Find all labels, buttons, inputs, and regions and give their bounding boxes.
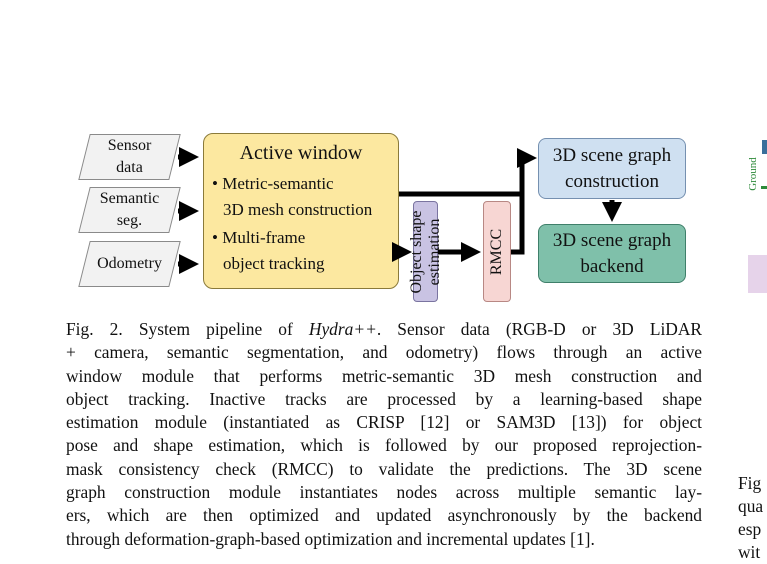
adjacent-figure-fragment: [762, 140, 767, 154]
caption-line: through deformation-graph-based optimiza…: [66, 528, 595, 549]
caption-line: object tracking. Inactive tracks are pro…: [66, 388, 702, 409]
caption-line: estimation module (instantiated as CRISP…: [66, 412, 702, 433]
active-window-title: Active window: [239, 142, 363, 164]
line-rmcc-to-junction: [511, 192, 525, 255]
caption-line: ers, which are then optimized and update…: [66, 505, 702, 526]
input-odometry: Odometry: [78, 241, 181, 287]
rmcc-box: RMCC: [483, 201, 511, 302]
adjacent-caption-fragment: qua: [738, 496, 764, 516]
adjacent-caption-fragment: wit: [738, 542, 761, 562]
caption-line: pose and shape estimation, which is foll…: [66, 435, 702, 456]
active-window-box: Active window • Metric-semantic 3D mesh …: [203, 133, 399, 289]
adjacent-caption-fragment: Fig: [738, 473, 762, 493]
caption-line: graph construction module instantiates n…: [66, 482, 702, 503]
caption-line: Fig. 2. System pipeline of Hydra++. Sens…: [66, 319, 702, 339]
line-active-to-construction: [399, 148, 537, 197]
caption-line: mask consistency check (RMCC) to validat…: [66, 458, 702, 479]
bullet-mesh-construction: • Metric-semantic 3D mesh construction: [212, 174, 373, 219]
caption-line: window module that performs metric-seman…: [66, 365, 702, 386]
caption-line: + camera, semantic segmentation, and odo…: [66, 342, 702, 363]
adjacent-rotated-label: Ground: [746, 157, 759, 191]
bullet-object-tracking: • Multi-frame object tracking: [212, 228, 325, 273]
figure-caption: Fig. 2. System pipeline of Hydra++. Sens…: [66, 318, 702, 551]
adjacent-caption-fragment: esp: [738, 519, 762, 539]
connector-arrows: [178, 140, 767, 293]
